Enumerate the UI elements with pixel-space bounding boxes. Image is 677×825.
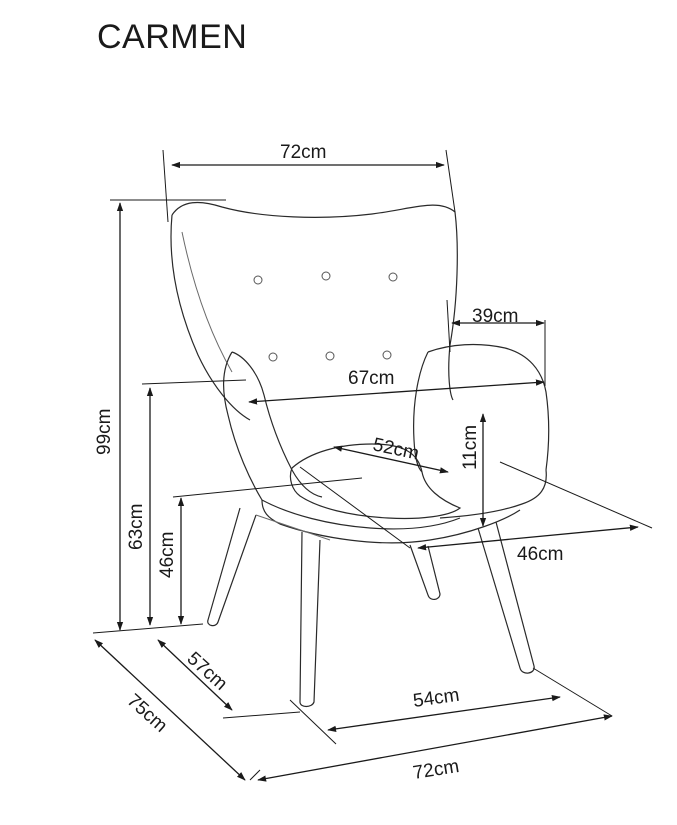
label-seat-width: 52cm [371, 434, 421, 464]
tuft-button [388, 272, 398, 282]
seat-cushion [289, 443, 462, 520]
extension-lines [92, 149, 653, 781]
dimension-lines [94, 161, 639, 782]
dim-seat-width [333, 445, 449, 474]
dimension-labels: 72cm 39cm 67cm 52cm 11cm 99cm 63cm 46cm … [94, 142, 563, 784]
seat-base [261, 499, 521, 544]
label-total-depth: 75cm [123, 690, 172, 737]
label-total-height: 99cm [94, 409, 115, 455]
tuft-button [321, 271, 331, 281]
label-arm-height: 11cm [460, 425, 481, 470]
chair-outline [170, 201, 550, 708]
back-left-leg [207, 507, 257, 627]
label-seat-height: 46cm [157, 532, 178, 578]
tuft-button [382, 350, 392, 360]
label-bottom-width: 72cm [411, 756, 460, 784]
back-right-leg [409, 544, 441, 600]
label-side-depth: 57cm [183, 648, 232, 695]
product-title: CARMEN [97, 18, 248, 56]
label-top-width: 72cm [280, 142, 326, 163]
front-left-leg [299, 531, 321, 708]
chair-back [171, 201, 458, 401]
dim-total-depth [94, 639, 246, 781]
leg-brace [255, 514, 331, 541]
dim-seat-depth [417, 524, 639, 551]
label-leg-width: 54cm [412, 685, 461, 712]
label-arm-depth: 39cm [472, 306, 518, 327]
front-right-leg [477, 521, 535, 674]
tuft-button [268, 352, 278, 362]
seat-front [261, 499, 461, 530]
left-armrest [231, 351, 323, 498]
dim-bottom-width [257, 714, 613, 782]
right-arm-base [439, 469, 547, 519]
right-armrest [427, 343, 550, 471]
tuft-button [253, 275, 263, 285]
label-armrest-height: 63cm [126, 504, 147, 550]
dim-inner-width [248, 379, 545, 405]
chair-back-inner [181, 231, 233, 373]
left-arm-front [223, 351, 263, 501]
label-inner-width: 67cm [348, 368, 394, 389]
tuft-button [325, 351, 335, 361]
chair-back-left-side [170, 214, 251, 421]
label-seat-depth: 46cm [517, 544, 563, 565]
